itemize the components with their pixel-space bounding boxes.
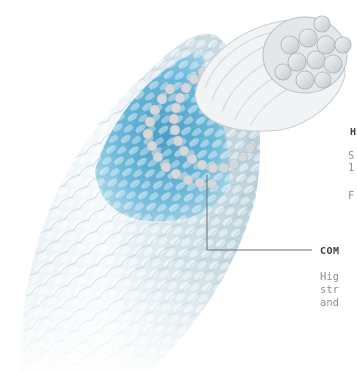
callout-1-line-1: S [348, 150, 354, 162]
callout-2-line-2: str [320, 284, 339, 296]
callout-2-title: COM [320, 246, 340, 257]
callout-1-title: H [350, 127, 357, 138]
callout-1-line-3: F [348, 190, 354, 202]
callout-2-line-1: Hig [320, 271, 339, 283]
callout-1-line-2: 1 [348, 162, 354, 174]
callout-2-line-3: and [320, 297, 339, 309]
